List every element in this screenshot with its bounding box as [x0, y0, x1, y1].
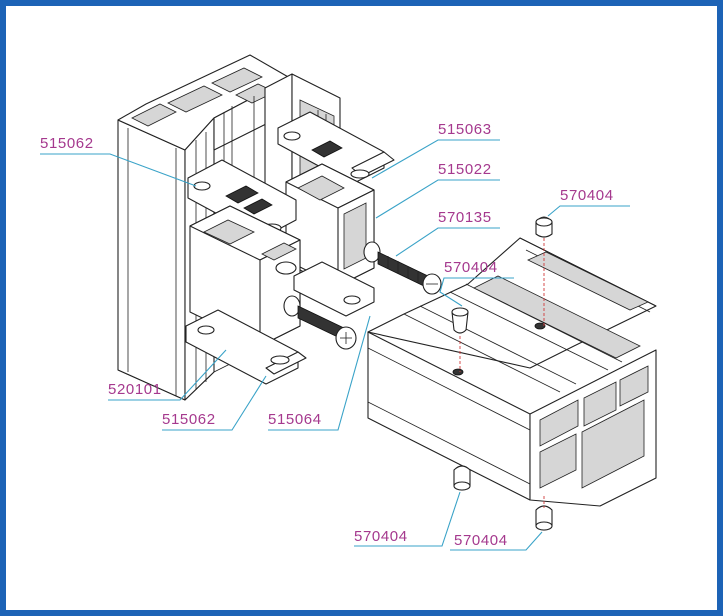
label-515064: 515064	[268, 411, 322, 428]
label-570135: 570135	[438, 209, 492, 226]
label-515022: 515022	[438, 161, 492, 178]
leader-lines	[40, 139, 630, 551]
right-horizontal-profile	[367, 237, 657, 507]
bracket-515064	[293, 261, 375, 317]
part-labels: 515062 515063 515022 570135 570404 57040…	[40, 121, 614, 549]
assembly-axes	[459, 238, 545, 508]
plug-570404-bottom-right	[535, 505, 553, 531]
label-520101: 520101	[108, 381, 162, 398]
block-515022	[285, 163, 381, 287]
label-570404-top-right: 570404	[560, 187, 614, 204]
label-570404-bottom-left: 570404	[354, 528, 408, 545]
bracket-515062-bottom	[185, 309, 307, 385]
plug-570404-middle	[451, 307, 469, 334]
label-570404-middle: 570404	[444, 259, 498, 276]
plug-570404-bottom-left	[453, 465, 471, 491]
screw-570135	[377, 251, 442, 295]
screw-lower	[297, 305, 357, 350]
label-570404-bottom-right: 570404	[454, 532, 508, 549]
label-515062-top: 515062	[40, 135, 94, 152]
label-515062-bottom: 515062	[162, 411, 216, 428]
plug-570404-top-right	[535, 216, 553, 238]
bracket-515063	[277, 111, 395, 185]
label-515063: 515063	[438, 121, 492, 138]
